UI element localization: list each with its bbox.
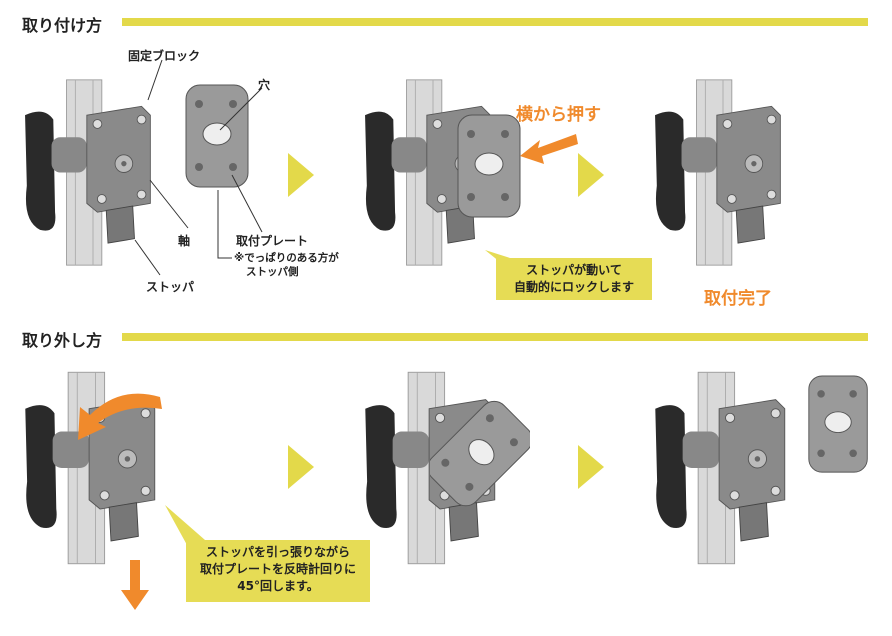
plate-note-line: ストッパ側 [246, 266, 299, 278]
callout-line: 45°回します。 [237, 579, 319, 593]
push-sideways-label: 横から押す [516, 105, 601, 125]
step-arrow-icon [288, 445, 314, 489]
label-mounting-plate: 取付プレート [236, 234, 309, 248]
mechanism-installed-figure [648, 75, 798, 270]
remove-heading-bar [122, 333, 868, 341]
rotate-ccw-arrow-icon [78, 393, 162, 440]
auto-lock-callout: ストッパが動いて自動的にロックします [496, 258, 652, 300]
label-fixed-block: 固定ブロック [128, 49, 201, 63]
remove-heading: 取り外し方 [22, 331, 103, 350]
plate-pushing-figure [455, 112, 525, 222]
callout-line: ストッパを引っ張りながら [205, 545, 350, 559]
callout-line: 取付プレートを反時計回りに [199, 562, 356, 576]
step-arrow-icon [578, 153, 604, 197]
callout-line: 自動的にロックします [513, 280, 634, 294]
plate-note-line: ※でっぱりのある方が [234, 252, 339, 264]
plate-rotated-figure [430, 400, 530, 510]
label-stopper: ストッパ [146, 280, 195, 294]
install-heading: 取り付け方 [22, 16, 103, 35]
step-arrow-icon [288, 153, 314, 197]
label-hole: 穴 [258, 78, 271, 92]
installation-complete-label: 取付完了 [704, 289, 772, 309]
step-arrow-icon [578, 445, 604, 489]
callout-line: ストッパが動いて [526, 263, 622, 277]
leader-lines [134, 59, 263, 276]
mechanism-removed-figure [648, 368, 803, 568]
push-arrow-icon [520, 134, 578, 164]
plate-note: ※でっぱりのある方がストッパ側 [234, 251, 339, 279]
removed-plate-figure [806, 366, 872, 484]
pull-down-arrow-icon [121, 560, 149, 610]
callout-pointer [165, 505, 205, 545]
install-heading-bar [122, 18, 868, 26]
removal-callout: ストッパを引っ張りながら取付プレートを反時計回りに 45°回します。 [186, 540, 370, 602]
label-shaft: 軸 [178, 234, 191, 248]
